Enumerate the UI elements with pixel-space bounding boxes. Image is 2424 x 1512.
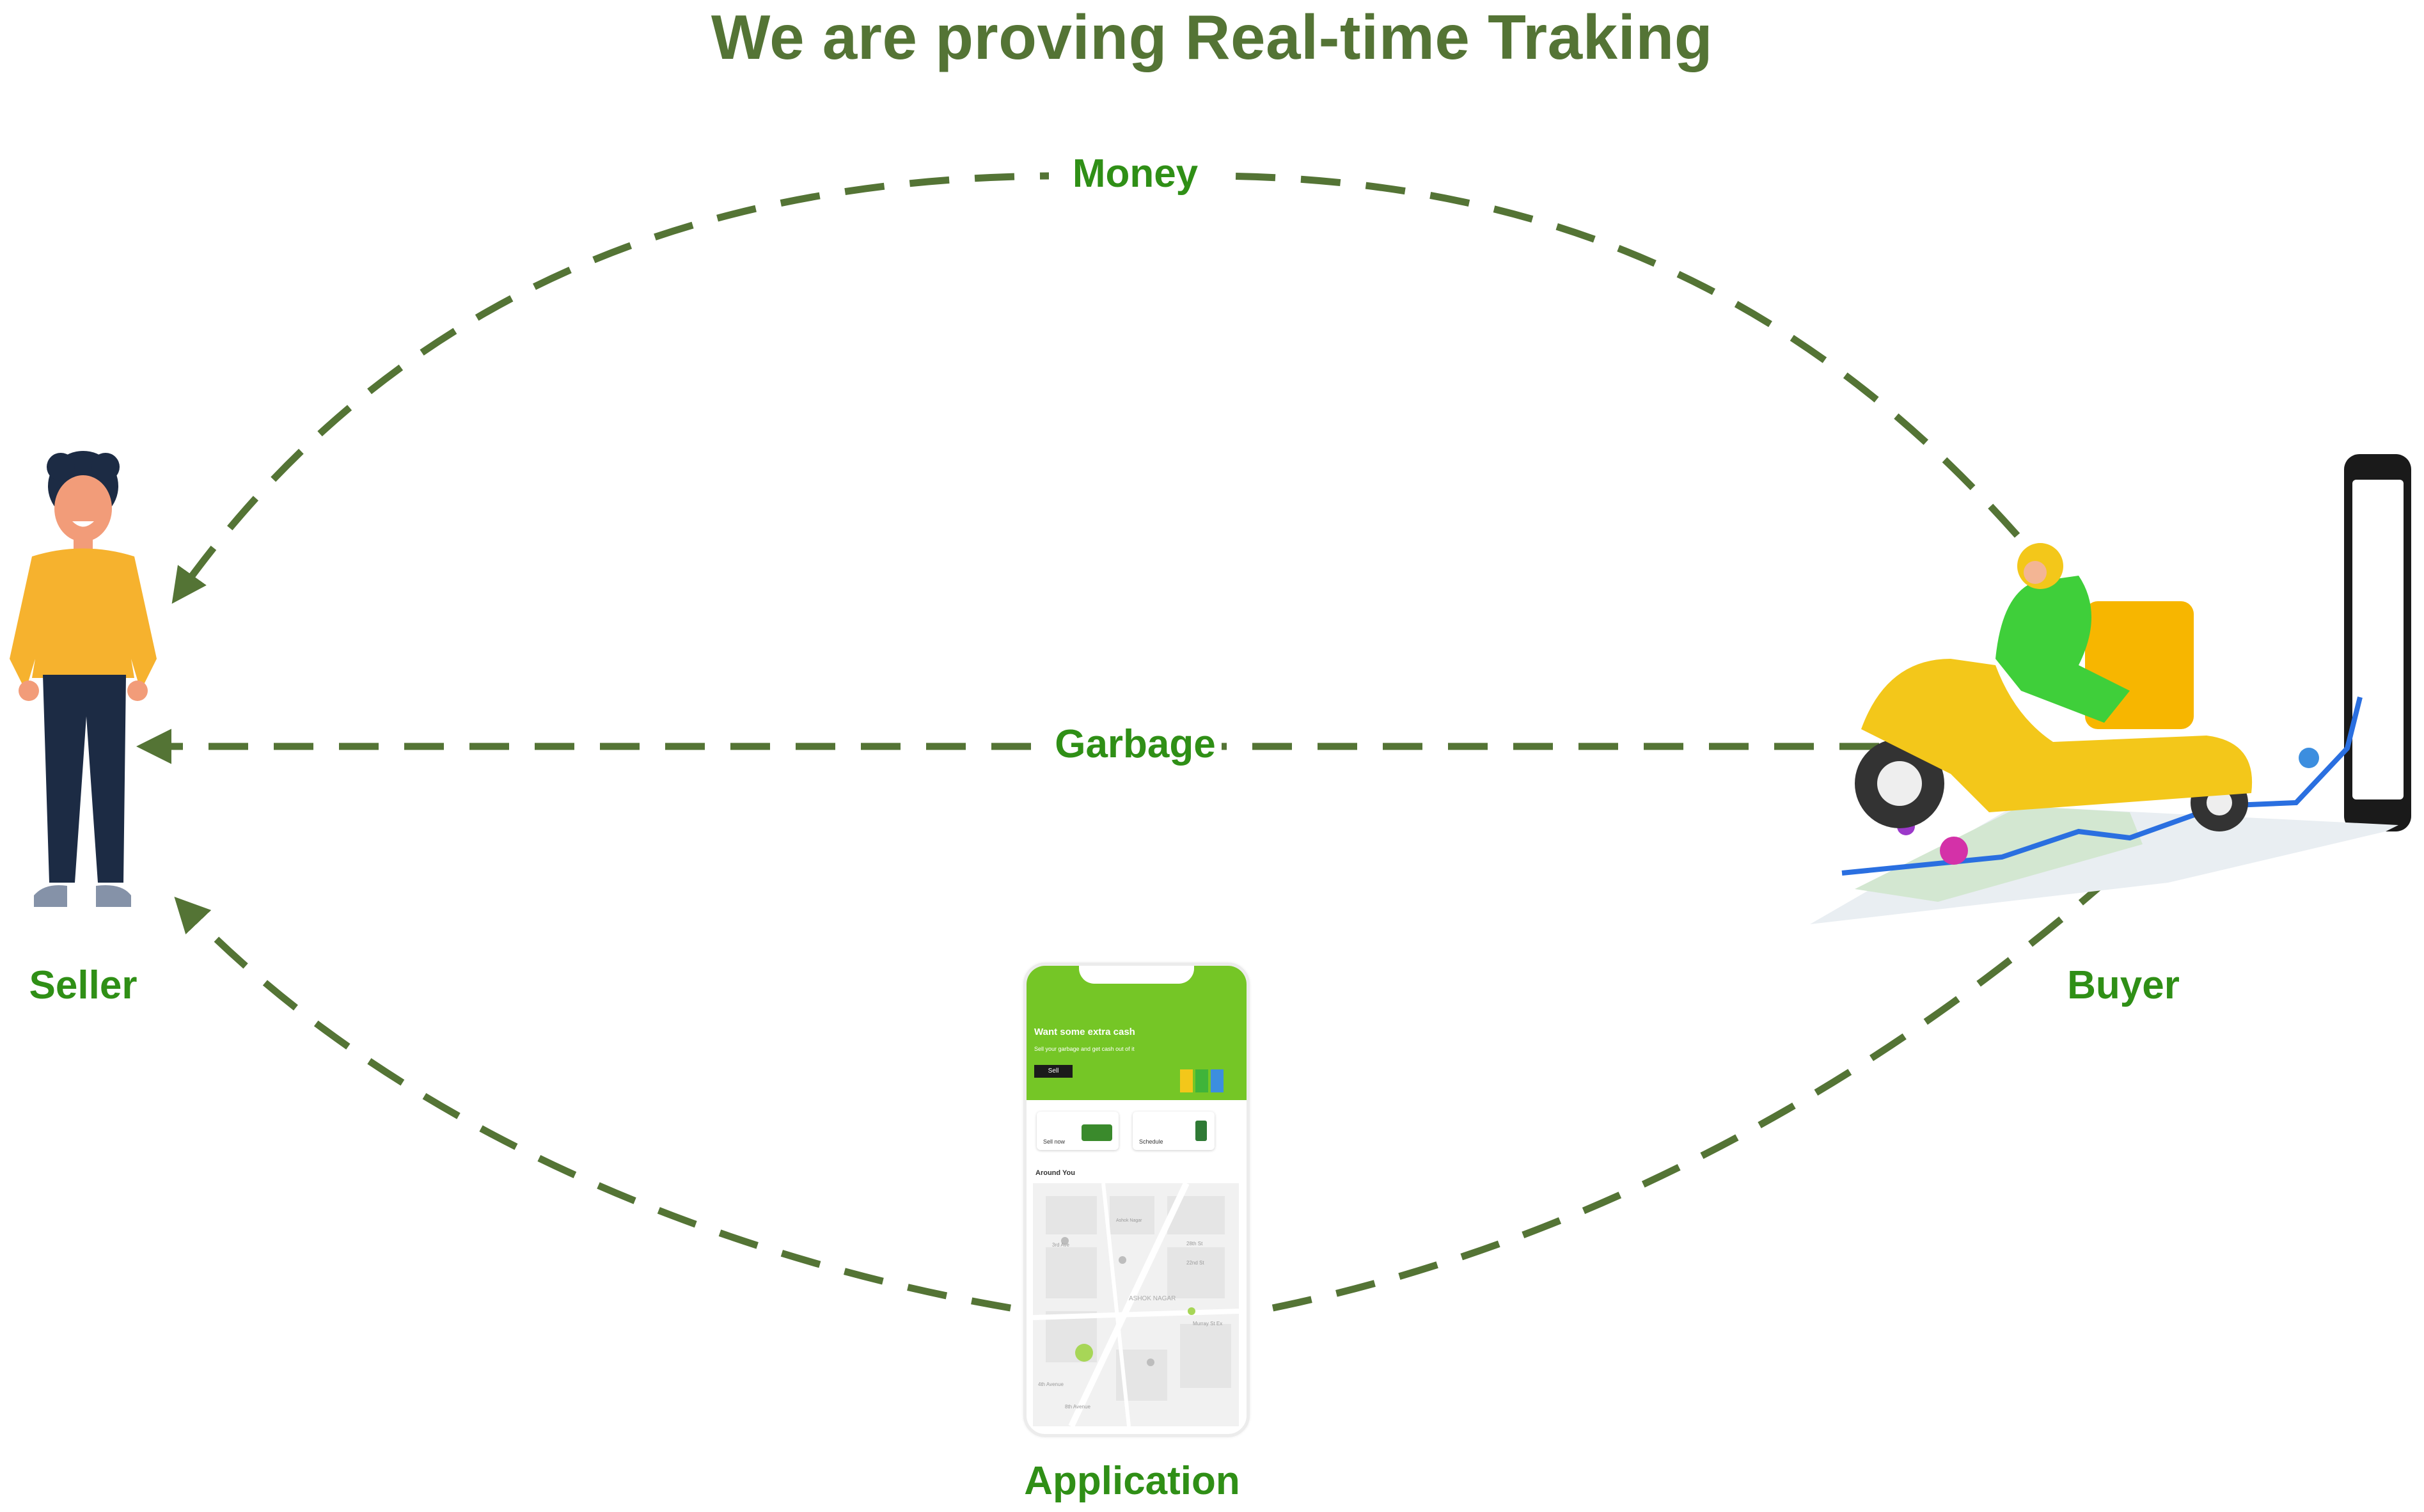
buyer-delivery-scooter-icon <box>1810 454 2411 924</box>
phone-notch <box>1079 966 1194 984</box>
app-to-seller-arrow <box>174 897 1011 1312</box>
map-label-28th-st: 28th St <box>1186 1241 1203 1247</box>
page-title: We are proving Real-time Traking <box>711 2 1713 72</box>
around-you-map[interactable]: 3rd Ave ASHOK NAGAR 22nd St 28th St Murr… <box>1033 1183 1239 1426</box>
garbage-label: Garbage <box>1049 721 1222 767</box>
sell-now-card[interactable]: Sell now <box>1037 1112 1119 1150</box>
app-to-buyer-arrow <box>1271 879 2107 1312</box>
map-label-22nd-st: 22nd St <box>1186 1260 1204 1266</box>
application-label: Application <box>1024 1459 1240 1503</box>
seller-label: Seller <box>29 963 138 1007</box>
sell-button[interactable]: Sell <box>1034 1065 1073 1078</box>
money-label: Money <box>1049 151 1222 196</box>
map-label-murray: Murray St Ex <box>1193 1321 1223 1327</box>
section-title: Around You <box>1035 1169 1075 1177</box>
dustbins-icon <box>1180 1055 1238 1094</box>
banner-subtitle: Sell your garbage and get cash out of it <box>1034 1046 1135 1052</box>
bin-icon <box>1195 1121 1207 1141</box>
map-label-4th-avenue: 4th Avenue <box>1038 1382 1064 1387</box>
money-arrow <box>171 172 2063 604</box>
app-phone-mockup: Want some extra cash Sell your garbage a… <box>1023 963 1250 1437</box>
sell-now-label: Sell now <box>1043 1138 1066 1145</box>
map-label-8th-avenue: 8th Avenue <box>1065 1404 1090 1410</box>
map-streets <box>1033 1183 1239 1426</box>
truck-icon <box>1082 1124 1112 1141</box>
app-banner: Want some extra cash Sell your garbage a… <box>1027 966 1247 1100</box>
map-label-ashok-nagar-small: Ashok Nagar <box>1116 1218 1142 1223</box>
schedule-label: Schedule <box>1139 1138 1163 1145</box>
seller-person-icon <box>10 451 157 907</box>
schedule-card[interactable]: Schedule <box>1133 1112 1215 1150</box>
map-label-3rd-ave: 3rd Ave <box>1052 1242 1069 1248</box>
banner-title: Want some extra cash <box>1034 1027 1135 1037</box>
buyer-label: Buyer <box>2067 963 2180 1007</box>
map-label-ashok-nagar: ASHOK NAGAR <box>1129 1295 1176 1302</box>
